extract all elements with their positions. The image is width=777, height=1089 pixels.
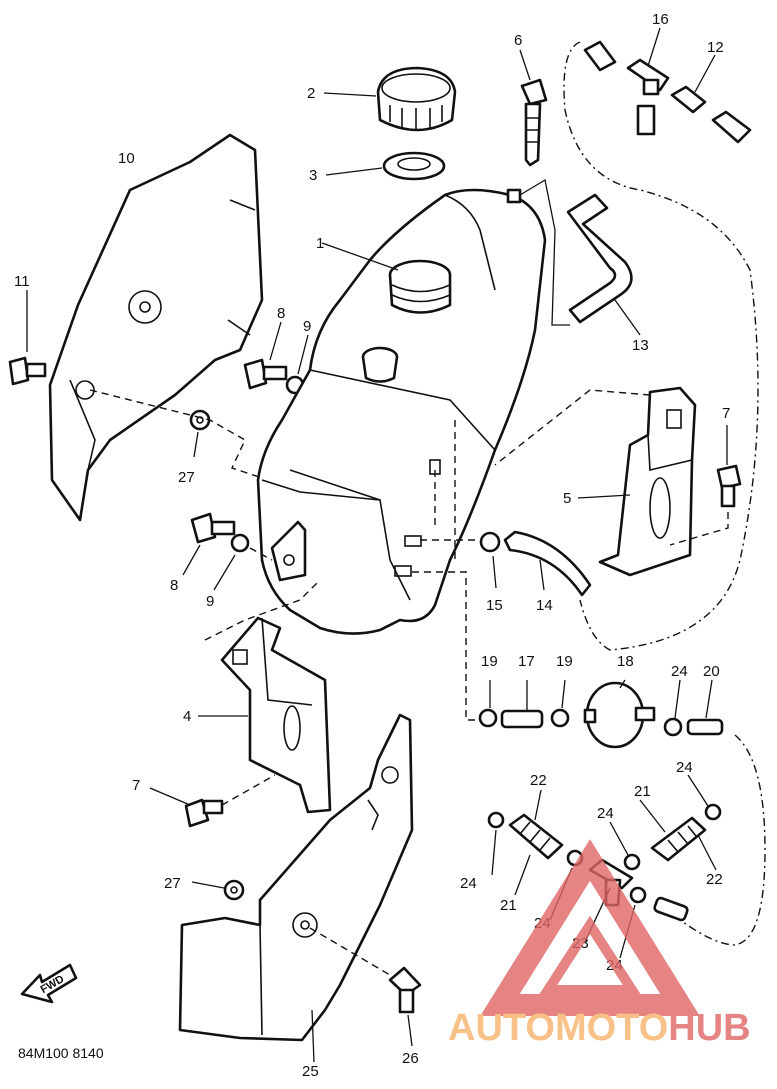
joint-21-left-icon — [508, 813, 564, 860]
cap-gasket — [382, 151, 446, 181]
callout-10: 10 — [118, 150, 135, 167]
clamp-24-e-icon — [704, 803, 722, 821]
callout-19-left: 19 — [481, 653, 498, 670]
bolt-8-upper-icon — [243, 358, 288, 390]
side-cover-lower[interactable] — [178, 713, 414, 1042]
diagram-code: 84M100 8140 — [18, 1045, 104, 1061]
mount-bracket-4[interactable] — [220, 616, 332, 814]
bolt-11-icon — [8, 356, 47, 386]
callout-12: 12 — [707, 39, 724, 56]
callout-5: 5 — [563, 490, 571, 507]
fuel-cap[interactable] — [376, 66, 457, 132]
clamp-24-top-icon — [663, 717, 683, 737]
callout-16: 16 — [652, 11, 669, 28]
clamp-24-a-icon — [487, 811, 505, 829]
fwd-arrow-icon: FWD — [20, 963, 78, 1004]
callout-11: 11 — [14, 273, 30, 290]
tube-12-icon — [583, 40, 752, 144]
callout-8-lower: 8 — [170, 577, 178, 594]
grommet-27-lower-icon — [223, 879, 245, 901]
clamp-19-right-icon — [550, 708, 570, 728]
grommet-27-upper-icon — [189, 409, 211, 431]
callout-15: 15 — [486, 597, 503, 614]
vent-fitting-6 — [520, 78, 548, 167]
callout-2: 2 — [307, 85, 315, 102]
callout-9-upper: 9 — [303, 318, 311, 335]
bolt-8-lower-icon — [190, 512, 236, 544]
callout-27-lower: 27 — [164, 875, 181, 892]
tee-joint-16-icon — [626, 58, 670, 136]
fuel-tank[interactable] — [256, 188, 547, 635]
callout-21-left: 21 — [500, 897, 517, 914]
pipe-end-icon — [653, 896, 689, 922]
routing-line-lower — [679, 734, 766, 946]
callout-22-right: 22 — [706, 871, 723, 888]
callout-7-right: 7 — [722, 405, 730, 422]
callout-24-left: 24 — [460, 875, 477, 892]
callout-14: 14 — [536, 597, 553, 614]
callout-26: 26 — [402, 1050, 419, 1067]
callout-20: 20 — [703, 663, 720, 680]
callout-24-top: 24 — [671, 663, 688, 680]
callout-9-lower: 9 — [206, 593, 214, 610]
callout-13: 13 — [632, 337, 649, 354]
callout-7-lower: 7 — [132, 777, 140, 794]
bolt-7-lower-icon — [184, 798, 224, 828]
clamp-24-c-icon — [623, 853, 641, 871]
callout-24-mid: 24 — [597, 805, 614, 822]
fuel-filter-18[interactable] — [583, 681, 656, 749]
callout-19-right: 19 — [556, 653, 573, 670]
callout-6: 6 — [514, 32, 522, 49]
routing-line — [563, 41, 759, 651]
clamp-19-left-icon — [478, 708, 498, 728]
side-cover-upper[interactable] — [48, 133, 264, 522]
bolt-26-icon — [388, 966, 422, 1014]
callout-25: 25 — [302, 1063, 319, 1080]
pipe-20-icon — [686, 718, 724, 736]
callout-18: 18 — [617, 653, 634, 670]
clamp-15-icon — [479, 531, 501, 553]
watermark-logo: AUTOMOTOHUB — [448, 839, 751, 1049]
callout-3: 3 — [309, 167, 317, 184]
callout-22-left: 22 — [530, 772, 547, 789]
bolt-7-right-icon — [716, 464, 742, 508]
callout-17: 17 — [518, 653, 535, 670]
joint-21-right-icon — [650, 816, 707, 862]
callouts: 1 2 3 4 5 6 7 7 8 8 9 9 10 11 12 13 14 1… — [14, 11, 730, 1080]
watermark-text: AUTOMOTOHUB — [448, 1007, 751, 1049]
callout-1: 1 — [316, 235, 324, 252]
pipe-17-icon — [500, 709, 544, 729]
clamp-24-d-icon — [629, 886, 647, 904]
vent-hose-13 — [566, 193, 633, 324]
callout-24-right: 24 — [676, 759, 693, 776]
callout-4: 4 — [183, 708, 191, 725]
mount-bracket-5[interactable] — [598, 386, 697, 577]
callout-27-upper: 27 — [178, 469, 195, 486]
callout-21-right: 21 — [634, 783, 651, 800]
callout-8-upper: 8 — [277, 305, 285, 322]
washer-9-lower-icon — [230, 533, 250, 553]
drain-hose-14 — [503, 530, 592, 597]
